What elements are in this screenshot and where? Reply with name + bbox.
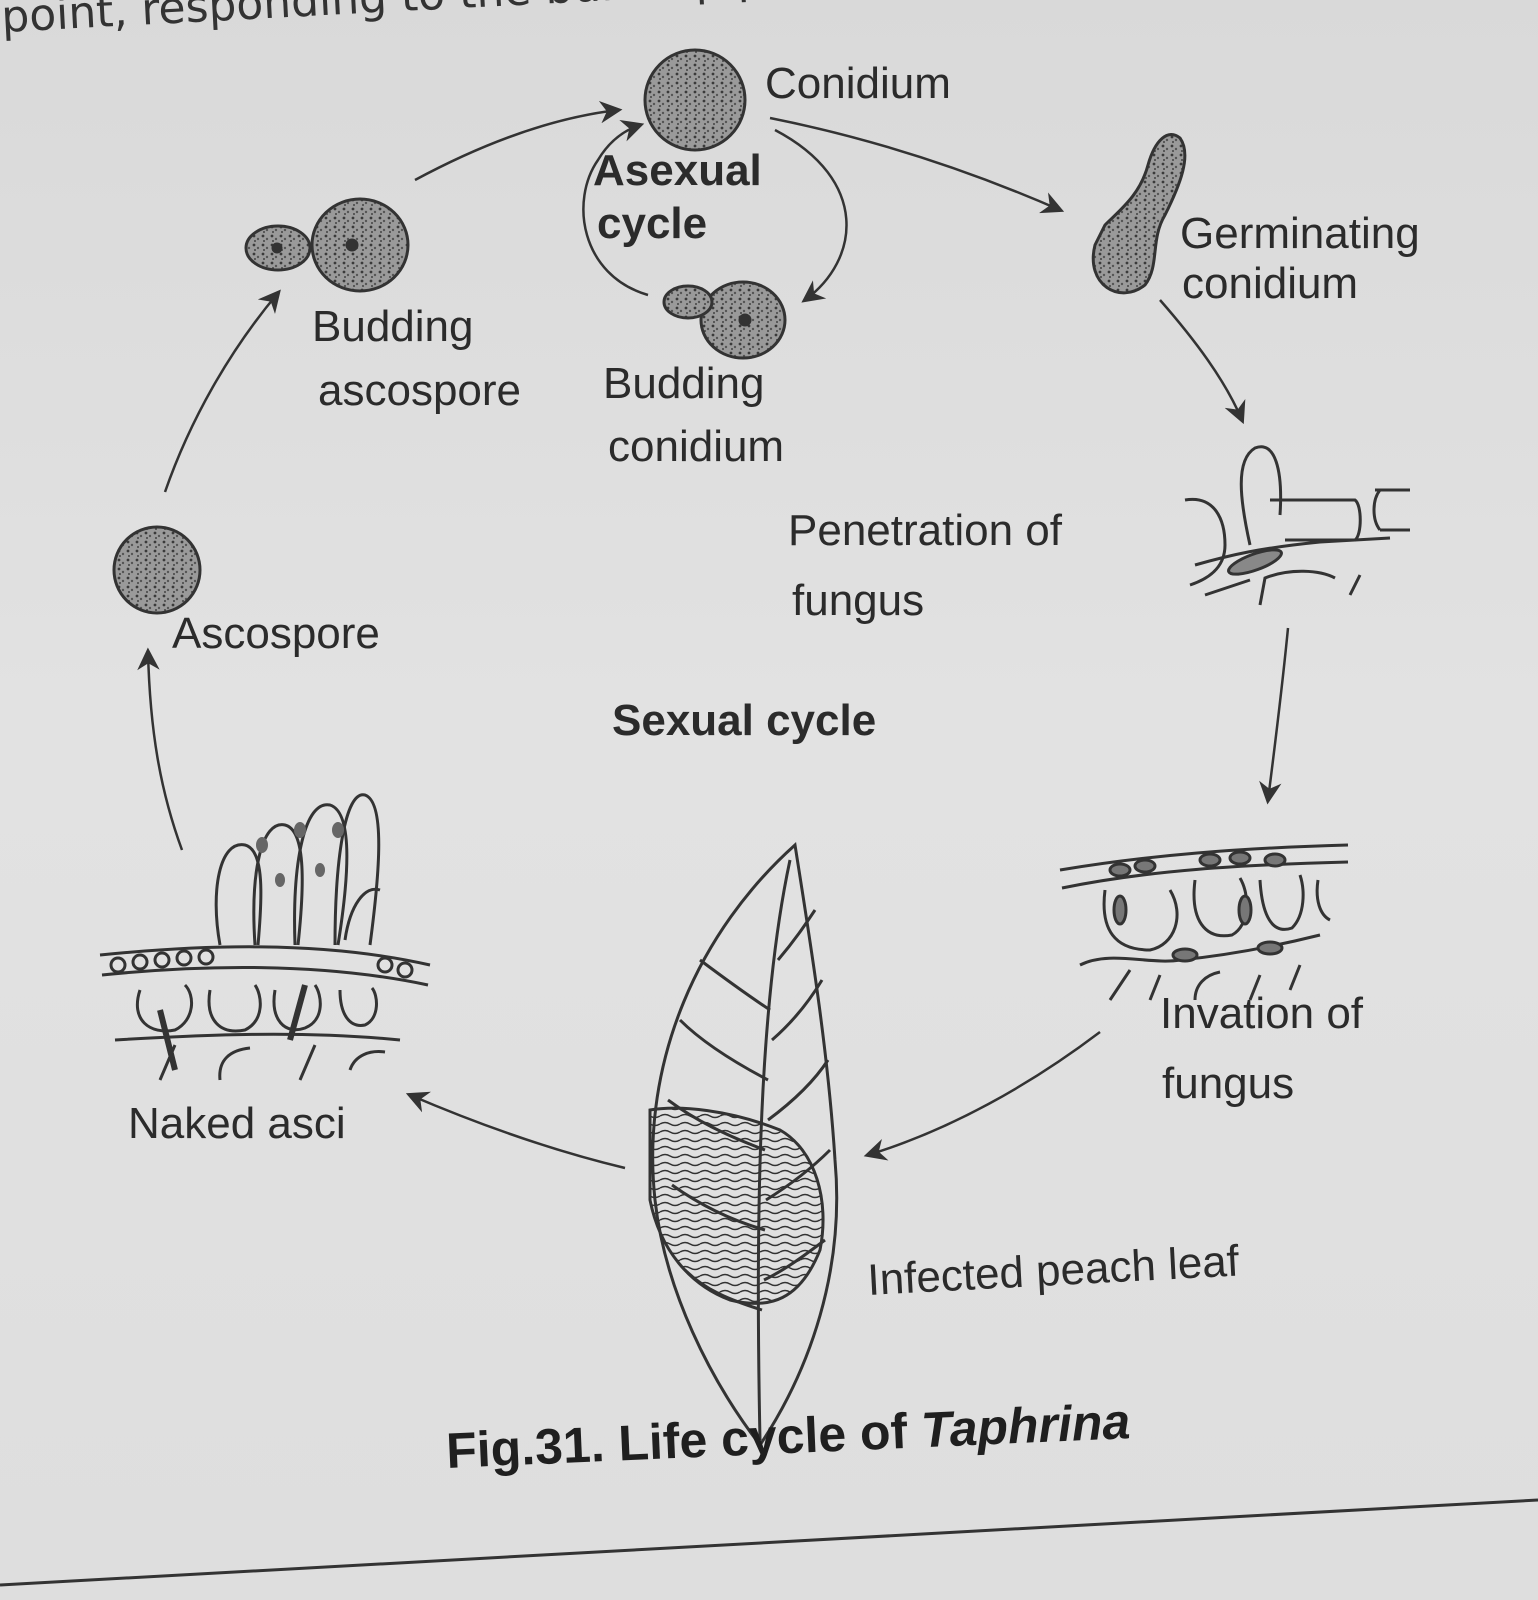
label-penetration-1: Penetration of — [788, 506, 1062, 555]
label-asexual-cycle-1: Asexual — [593, 146, 762, 195]
bottom-rule — [0, 1498, 1538, 1587]
label-germinating-1: Germinating — [1180, 209, 1420, 258]
arrow-budding-conidium-to-conidium — [582, 120, 649, 297]
ascospore-spore — [112, 525, 202, 615]
label-conidium: Conidium — [765, 59, 951, 108]
label-budding-ascospore-2: ascospore — [318, 366, 522, 415]
arrow-invasion-to-leaf — [863, 1031, 1101, 1161]
cycle-arrows — [137, 100, 1290, 1170]
arrow-conidium-to-germinating — [769, 116, 1065, 214]
arrow-penetration-to-invasion — [1259, 627, 1290, 805]
label-asexual-cycle-2: cycle — [597, 199, 708, 248]
label-budding-conidium-2: conidium — [608, 422, 785, 471]
label-sexual-cycle: Sexual cycle — [612, 696, 877, 745]
arrow-leaf-to-asci — [405, 1091, 626, 1170]
penetration-drawing — [1184, 445, 1410, 606]
label-germinating-2: conidium — [1182, 259, 1359, 308]
arrow-asci-to-ascospore — [137, 647, 184, 851]
naked-asci-drawing — [99, 793, 431, 1081]
invasion-drawing — [1059, 843, 1349, 1001]
germinating-conidium — [1091, 133, 1187, 295]
label-budding-ascospore-1: Budding — [312, 302, 474, 351]
label-penetration-2: fungus — [792, 576, 925, 625]
conidium-spore — [643, 48, 747, 152]
budding-ascospore — [244, 197, 410, 293]
label-naked-asci: Naked asci — [128, 1099, 346, 1148]
infected-peach-leaf — [648, 842, 839, 1448]
label-ascospore: Ascospore — [172, 609, 380, 658]
arrow-conidium-to-budding-conidium — [774, 128, 848, 303]
label-budding-conidium-1: Budding — [603, 359, 765, 408]
label-invasion-2: fungus — [1162, 1059, 1295, 1108]
label-invasion-1: Invation of — [1160, 989, 1364, 1038]
arrow-germinating-to-penetration — [1159, 299, 1246, 425]
budding-conidium — [662, 280, 787, 360]
arrow-ascospore-to-budding-ascospore — [163, 289, 281, 493]
arrow-budding-ascospore-to-conidium — [414, 100, 623, 182]
caption-genus: Taphrina — [919, 1393, 1132, 1459]
